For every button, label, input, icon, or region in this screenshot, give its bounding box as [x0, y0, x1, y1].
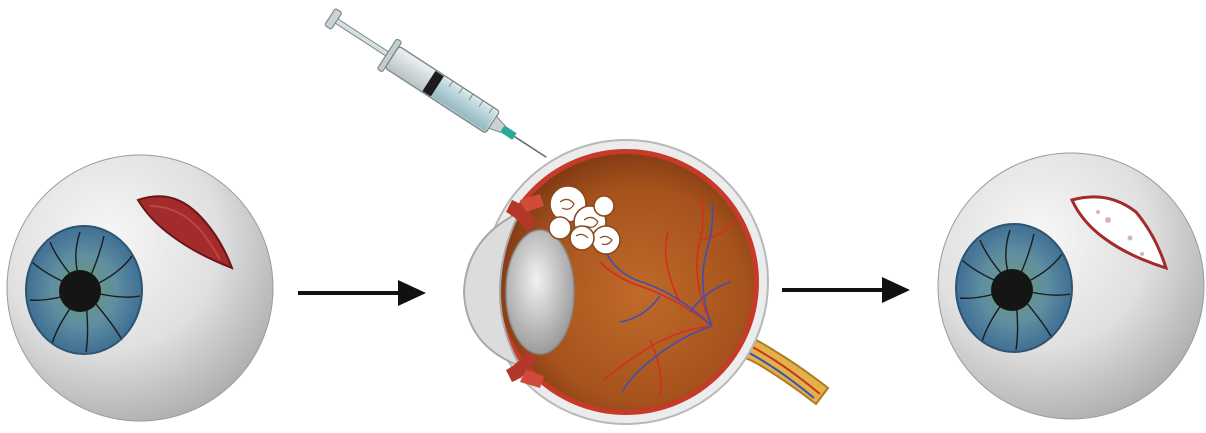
arrow-right-icon — [782, 277, 910, 303]
eye-cross-section-icon — [464, 140, 828, 424]
arrow-right-icon — [298, 280, 426, 306]
syringe-icon — [320, 2, 556, 173]
eyeball-after — [938, 153, 1204, 419]
lens — [506, 230, 574, 354]
pupil — [991, 269, 1033, 311]
pupil — [59, 270, 101, 312]
eyeball-before — [7, 155, 273, 421]
